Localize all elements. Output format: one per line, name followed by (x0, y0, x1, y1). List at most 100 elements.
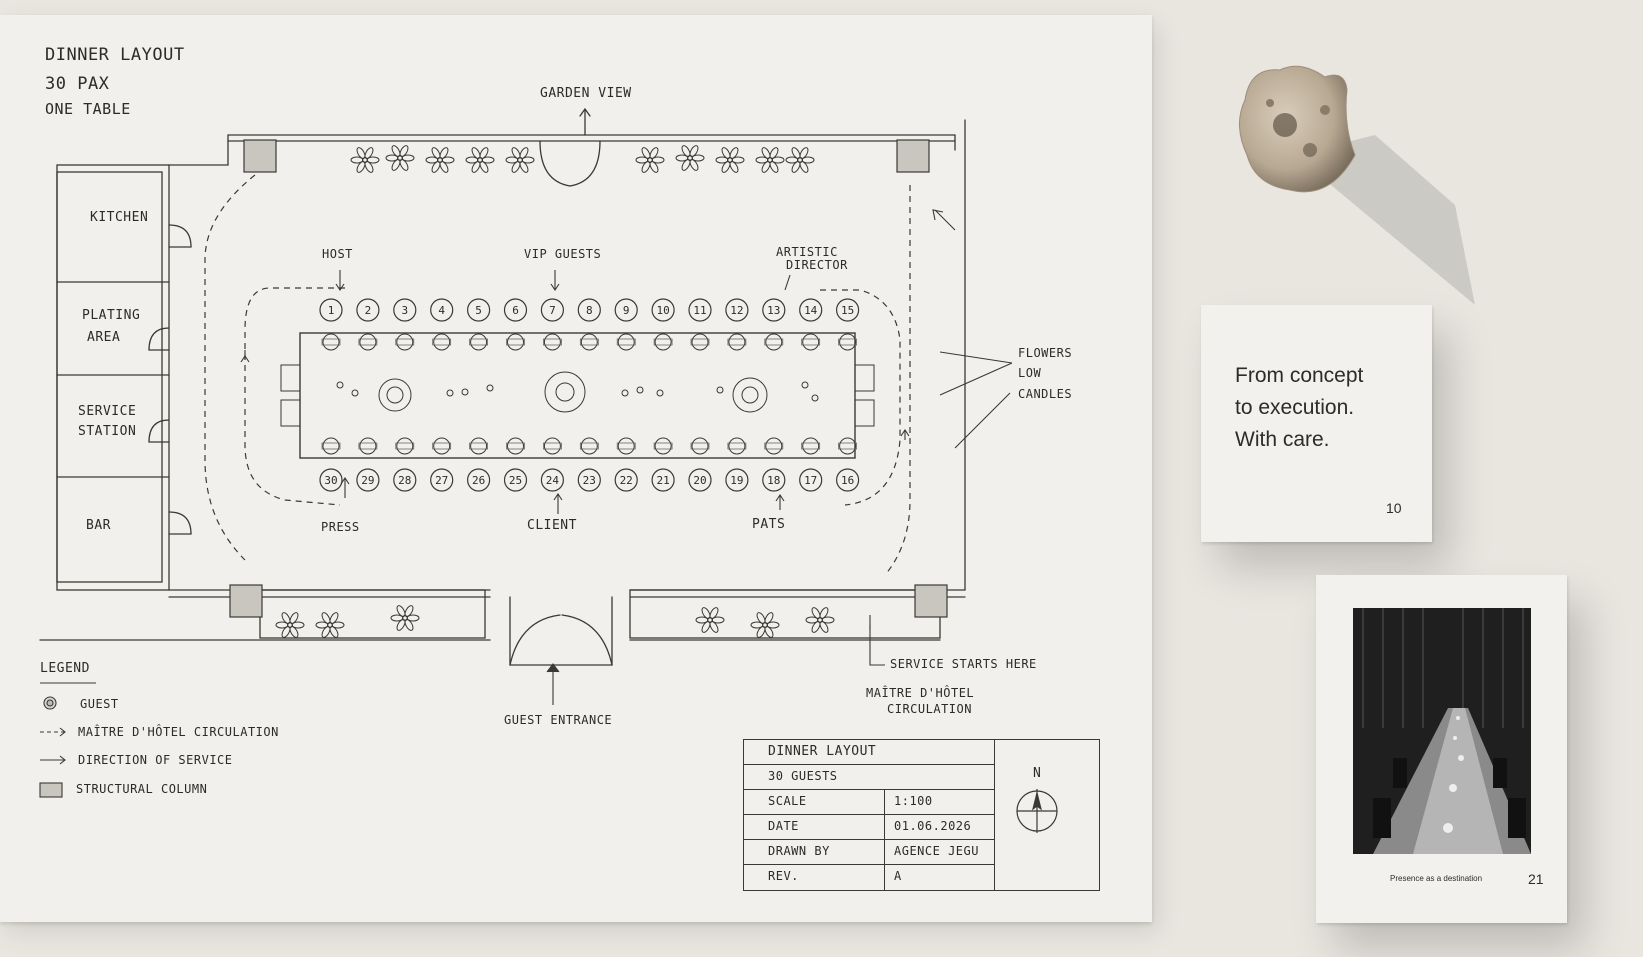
candle-mark (636, 386, 644, 394)
guest-seat (835, 298, 860, 322)
flower-doodle (289, 626, 299, 638)
flower-doodle (729, 161, 739, 173)
place-setting (543, 333, 561, 351)
host-label: HOST (322, 247, 353, 261)
place-setting (728, 333, 746, 351)
guest-seat (762, 468, 786, 492)
place-setting (802, 333, 820, 351)
guest-seat-number: 20 (693, 474, 706, 487)
structural-column (229, 584, 263, 618)
candles-label: CANDLES (1018, 387, 1073, 401)
flower-doodle (649, 147, 659, 159)
flower-doodle (471, 161, 481, 173)
flower-doodle (356, 161, 366, 173)
flower-doodle (281, 612, 291, 624)
flower-doodle (701, 607, 711, 619)
flower-doodle (439, 147, 449, 159)
flower-doodle (641, 147, 651, 159)
guest-seat (393, 468, 417, 492)
flower-doodle (471, 147, 481, 159)
candle-mark (446, 389, 454, 397)
flower-doodle (681, 145, 691, 157)
photo-card: Presence as a destination 21 (1316, 575, 1567, 923)
artistic-label-2: DIRECTOR (786, 258, 848, 272)
place-setting (543, 437, 561, 455)
legend-guest: GUEST (80, 697, 119, 711)
place-setting (322, 333, 340, 351)
flower-doodle (769, 147, 779, 159)
place-setting (765, 437, 783, 455)
guest-seat (356, 468, 380, 492)
tb-drawn-label: DRAWN BY (768, 844, 830, 858)
flowers-label: FLOWERS (1018, 346, 1073, 360)
guest-seat-number: 30 (324, 474, 337, 487)
place-setting (802, 437, 820, 455)
flower-doodle (396, 619, 406, 631)
candle-mark (656, 389, 664, 397)
photo-caption: Presence as a destination (1390, 874, 1483, 883)
guest-seat-number: 27 (435, 474, 448, 487)
guest-seat-number: 24 (546, 474, 560, 487)
guest-seat-number: 5 (475, 304, 482, 317)
candle-mark (716, 386, 724, 394)
guest-seat-number: 9 (623, 304, 630, 317)
guest-seat (614, 468, 638, 492)
candle-mark (336, 381, 344, 389)
guest-seat-number: 10 (656, 304, 669, 317)
guest-seat-number: 25 (509, 474, 522, 487)
place-setting (654, 333, 672, 351)
guest-seat (540, 298, 565, 322)
tb-title: DINNER LAYOUT (768, 744, 877, 759)
place-setting (396, 437, 414, 455)
guest-seat-number: 28 (398, 474, 411, 487)
guest-seat-number: 13 (767, 304, 780, 317)
floor-plan-sheet (0, 15, 1152, 922)
guest-seat (319, 468, 343, 492)
place-setting (507, 437, 524, 455)
place-setting (728, 437, 746, 455)
place-setting (359, 333, 377, 351)
garden-view-label: GARDEN VIEW (540, 86, 632, 101)
room-bar: BAR (86, 518, 111, 533)
guest-seat-number: 1 (328, 304, 335, 317)
place-setting (691, 437, 709, 455)
flower-doodle (479, 147, 489, 159)
low-label: LOW (1018, 366, 1042, 380)
flower-doodle (431, 161, 441, 173)
guest-entrance-label: GUEST ENTRANCE (504, 713, 613, 727)
vip-label: VIP GUESTS (524, 247, 602, 261)
long-table (299, 332, 856, 459)
flower-doodle (364, 161, 374, 173)
service-starts-label: SERVICE STARTS HERE (890, 657, 1037, 671)
flower-doodle (391, 145, 401, 157)
place-setting (691, 333, 709, 351)
flower-doodle (701, 621, 711, 633)
sheet-title: DINNER LAYOUT (45, 45, 185, 65)
flower-doodle (404, 605, 414, 617)
guest-seat (651, 468, 675, 492)
guest-seat-number: 11 (693, 304, 706, 317)
flower-doodle (329, 626, 339, 638)
guest-seat (467, 298, 491, 322)
tb-guests: 30 GUESTS (768, 769, 838, 783)
flower-doodle (404, 619, 414, 631)
guest-seat (503, 298, 528, 322)
legend-heading: LEGEND (40, 661, 90, 676)
place-setting (322, 437, 340, 455)
quote-card: From concept to execution. With care. 10 (1201, 305, 1432, 542)
flower-doodle (811, 621, 821, 633)
guest-seat-number: 7 (549, 304, 556, 317)
flower-doodle (819, 621, 829, 633)
guest-seat (725, 468, 749, 492)
candle-mark (461, 388, 469, 396)
guest-seat (540, 468, 565, 492)
guest-seat-number: 17 (804, 474, 817, 487)
quote-line-2: to execution. (1235, 396, 1355, 419)
flower-doodle (321, 612, 331, 624)
quote-line-3: With care. (1235, 428, 1330, 451)
place-setting (580, 333, 598, 351)
structural-column (243, 139, 277, 173)
guest-seat (503, 468, 528, 492)
tb-scale-value: 1:100 (894, 794, 933, 808)
place-setting (765, 333, 783, 351)
